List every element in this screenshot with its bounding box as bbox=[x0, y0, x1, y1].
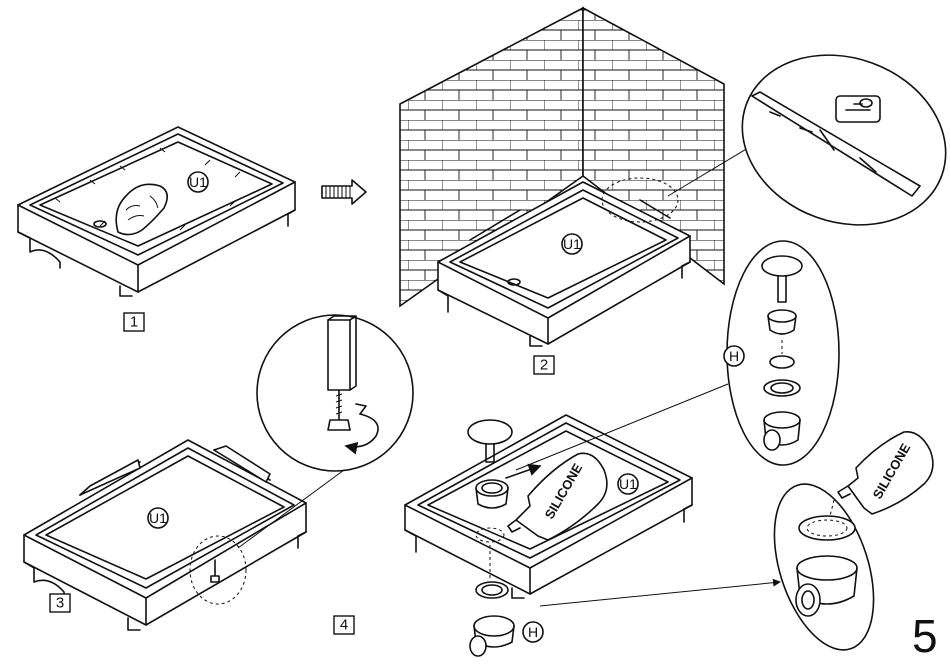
step-2-number: 2 bbox=[540, 357, 548, 374]
waste-trap-lower bbox=[470, 582, 514, 656]
silicone-leader-line bbox=[540, 582, 780, 606]
step-1-number: 1 bbox=[130, 314, 138, 331]
step-1-tray: U1 bbox=[18, 127, 295, 296]
level-detail-circle bbox=[718, 27, 950, 252]
u1-label-1: U1 bbox=[189, 174, 207, 190]
h-label-1: H bbox=[528, 624, 538, 640]
page-number: 5 bbox=[912, 610, 938, 662]
step-3-number: 3 bbox=[56, 595, 64, 612]
u1-label-4: U1 bbox=[619, 476, 637, 492]
silicone-bottle-2: SILICONE bbox=[838, 432, 933, 514]
step-4-number: 4 bbox=[340, 617, 348, 634]
h-label-2: H bbox=[729, 348, 739, 364]
u1-label-2: U1 bbox=[563, 236, 581, 252]
u1-label-3: U1 bbox=[149, 510, 167, 526]
hatched-arrow-icon bbox=[322, 180, 366, 204]
